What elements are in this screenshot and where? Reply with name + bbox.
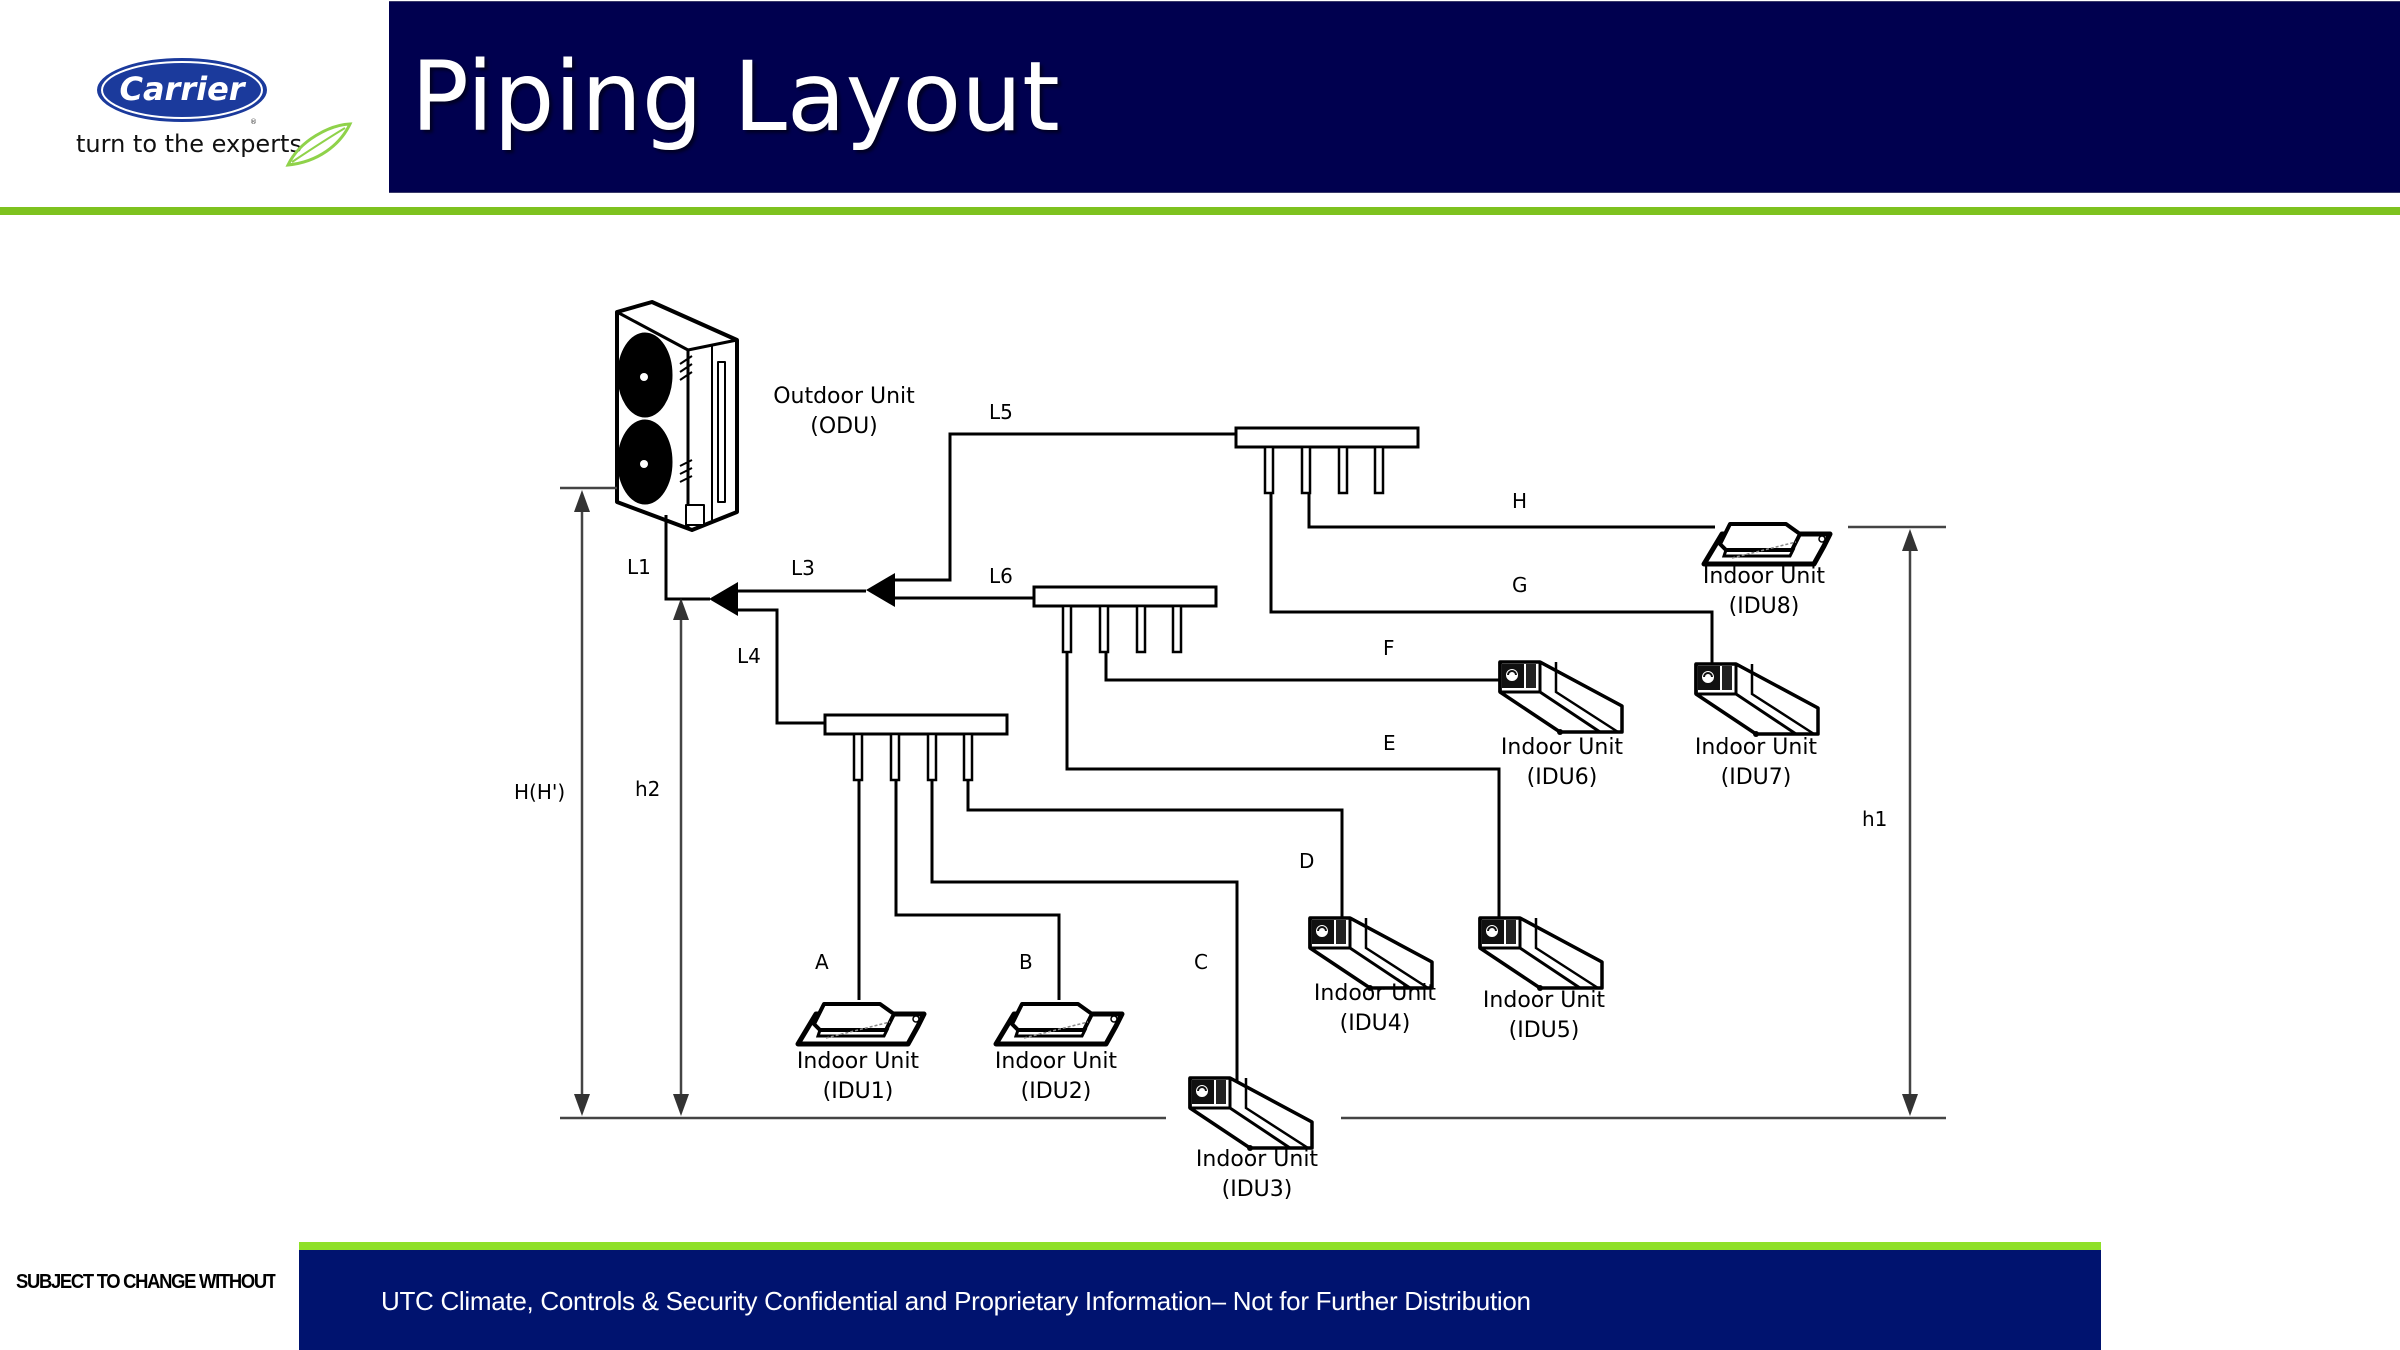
odu-label-line2: (ODU): [810, 414, 878, 439]
branch-header-l6: [1032, 585, 1218, 654]
pipe-label-c: C: [1194, 950, 1208, 974]
duct-unit-icon: [1694, 662, 1820, 739]
title-bar: Piping Layout: [389, 1, 2400, 193]
branch-header-l5: [1234, 426, 1420, 495]
pipe-label-l6: L6: [989, 564, 1013, 588]
idu-id: (IDU1): [823, 1079, 894, 1104]
idu-label: Indoor Unit: [1703, 564, 1826, 589]
height-label-h2: h2: [635, 777, 660, 801]
height-label-h1: h1: [1862, 807, 1887, 831]
indoor-unit-idu1: Indoor Unit (IDU1): [797, 1004, 924, 1104]
outdoor-unit-icon: [615, 300, 739, 532]
idu-label: Indoor Unit: [995, 1049, 1118, 1074]
pipe-label-f: F: [1383, 636, 1395, 660]
pipe-label-b: B: [1019, 950, 1033, 974]
logo-tagline: turn to the experts: [76, 130, 302, 158]
cassette-unit-icon: [996, 1004, 1122, 1044]
idu-id: (IDU3): [1222, 1177, 1293, 1202]
branch-joint-2-icon: [866, 573, 895, 607]
pipe-label-a: A: [815, 950, 829, 974]
page-title: Piping Layout: [411, 41, 1060, 153]
pipe-label-l3: L3: [791, 556, 815, 580]
idu-id: (IDU4): [1340, 1011, 1411, 1036]
idu-label: Indoor Unit: [797, 1049, 920, 1074]
branch-header-l4: [823, 713, 1009, 782]
footer-bar: UTC Climate, Controls & Security Confide…: [299, 1242, 2101, 1350]
indoor-unit-idu5: Indoor Unit (IDU5): [1478, 916, 1606, 1043]
dimension-lines: [560, 486, 1946, 1120]
indoor-unit-idu3: Indoor Unit (IDU3): [1188, 1076, 1319, 1202]
confidentiality-notice: UTC Climate, Controls & Security Confide…: [381, 1286, 1531, 1316]
indoor-unit-idu2: Indoor Unit (IDU2): [995, 1004, 1122, 1104]
logo-oval-icon: [95, 56, 269, 124]
pipe-label-l1: L1: [627, 555, 651, 579]
indoor-unit-idu7: Indoor Unit (IDU7): [1694, 662, 1820, 790]
indoor-unit-idu6: Indoor Unit (IDU6): [1498, 660, 1624, 790]
duct-unit-icon: [1188, 1076, 1314, 1153]
indoor-unit-idu8: Indoor Unit (IDU8): [1703, 524, 1830, 619]
pipe-label-d: D: [1299, 849, 1314, 873]
pipe-label-l5: L5: [989, 400, 1013, 424]
pipe-label-l4: L4: [737, 644, 761, 668]
idu-label: Indoor Unit: [1501, 735, 1624, 760]
cassette-unit-icon: [1704, 524, 1830, 564]
header-divider: [0, 207, 2400, 215]
idu-id: (IDU2): [1021, 1079, 1092, 1104]
change-notice: SUBJECT TO CHANGE WITHOUT NOTICE: [16, 1271, 276, 1293]
idu-label: Indoor Unit: [1196, 1147, 1319, 1172]
pipe-label-h: H: [1512, 489, 1527, 513]
carrier-logo: Carrier ® turn to the experts: [0, 0, 388, 200]
odu-label-line1: Outdoor Unit: [773, 384, 915, 409]
idu-label: Indoor Unit: [1695, 735, 1818, 760]
idu-id: (IDU7): [1721, 765, 1792, 790]
svg-text:®: ®: [250, 118, 257, 126]
idu-label: Indoor Unit: [1483, 988, 1606, 1013]
idu-id: (IDU6): [1527, 765, 1598, 790]
height-label-h: H(H'): [514, 780, 565, 804]
pipe-network: [664, 432, 1715, 1082]
cassette-unit-icon: [798, 1004, 924, 1044]
indoor-unit-idu4: Indoor Unit (IDU4): [1308, 916, 1437, 1036]
pipe-label-g: G: [1512, 573, 1528, 597]
duct-unit-icon: [1498, 660, 1624, 737]
idu-id: (IDU8): [1729, 594, 1800, 619]
idu-label: Indoor Unit: [1314, 981, 1437, 1006]
logo-brand: Carrier: [119, 70, 246, 108]
idu-id: (IDU5): [1509, 1018, 1580, 1043]
footer-divider: [299, 1242, 2101, 1250]
duct-unit-icon: [1478, 916, 1604, 993]
leaf-icon: [285, 122, 353, 167]
pipe-label-e: E: [1383, 731, 1396, 755]
branch-joint-1-icon: [709, 582, 738, 616]
